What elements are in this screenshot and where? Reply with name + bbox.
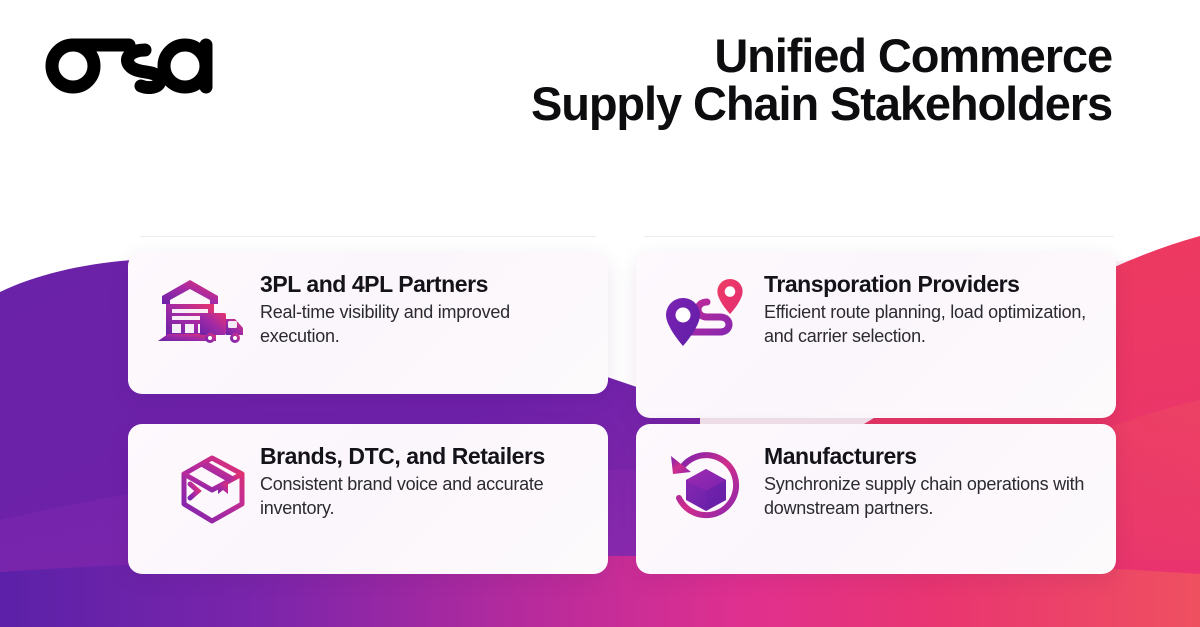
card-text: Manufacturers Synchronize supply chain o… bbox=[764, 442, 1096, 520]
card-title: Brands, DTC, and Retailers bbox=[260, 443, 545, 469]
fast-shipping-box-icon bbox=[155, 455, 245, 524]
card-title: Manufacturers bbox=[764, 443, 917, 469]
card-title: 3PL and 4PL Partners bbox=[260, 271, 488, 297]
card-description: Real-time visibility and improved execut… bbox=[260, 302, 510, 346]
stakeholder-card-3pl-4pl-partners[interactable]: 3PL and 4PL Partners Real-time visibilit… bbox=[128, 252, 608, 394]
card-title: Transporation Providers bbox=[764, 271, 1020, 297]
card-text: Brands, DTC, and Retailers Consistent br… bbox=[260, 442, 588, 520]
sync-cube-icon bbox=[671, 452, 740, 519]
osa-logo bbox=[33, 28, 233, 94]
icon-container bbox=[144, 442, 260, 528]
page-title: Unified Commerce Supply Chain Stakeholde… bbox=[412, 29, 1113, 130]
card-description: Synchronize supply chain operations with… bbox=[764, 474, 1085, 518]
card-text: 3PL and 4PL Partners Real-time visibilit… bbox=[260, 270, 588, 348]
card-description: Consistent brand voice and accurate inve… bbox=[260, 474, 544, 518]
stakeholder-card-brands-dtc-retailers[interactable]: Brands, DTC, and Retailers Consistent br… bbox=[128, 424, 608, 574]
title-line-2: Supply Chain Stakeholders bbox=[530, 77, 1113, 130]
icon-container bbox=[648, 270, 764, 354]
icon-container bbox=[648, 442, 764, 528]
icon-container bbox=[144, 270, 260, 350]
stakeholder-card-transportation-providers[interactable]: Transporation Providers Efficient route … bbox=[636, 252, 1116, 418]
warehouse-truck-icon bbox=[158, 280, 243, 343]
route-map-pins-icon bbox=[666, 279, 743, 346]
card-text: Transporation Providers Efficient route … bbox=[764, 270, 1096, 348]
card-divider-left bbox=[140, 236, 596, 237]
card-divider-right bbox=[644, 236, 1114, 237]
stakeholder-card-manufacturers[interactable]: Manufacturers Synchronize supply chain o… bbox=[636, 424, 1116, 574]
card-description: Efficient route planning, load optimizat… bbox=[764, 302, 1086, 346]
title-line-1: Unified Commerce bbox=[714, 29, 1113, 82]
